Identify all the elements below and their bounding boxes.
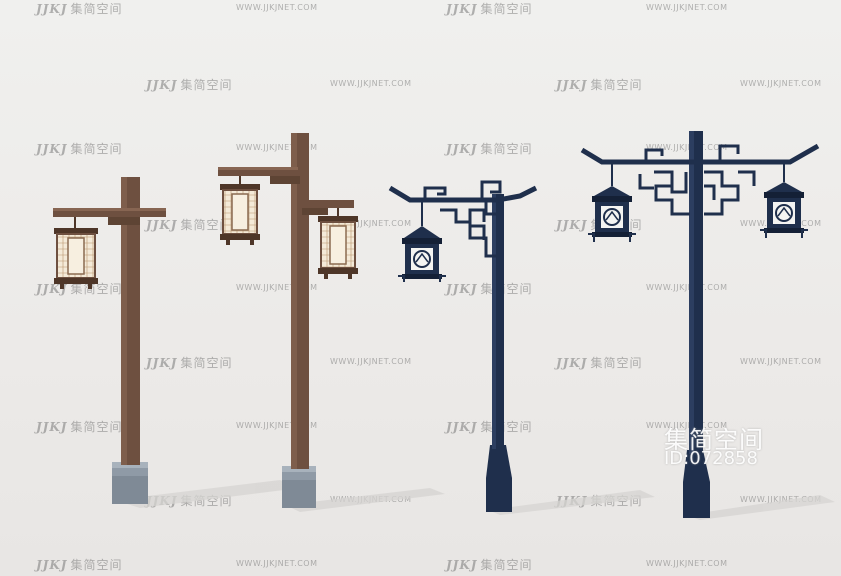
metal-lamp-single: [388, 180, 538, 512]
wooden-crossarm-lower: [302, 200, 354, 208]
tapered-base: [683, 450, 710, 518]
ground-shadows: [115, 480, 835, 520]
curved-crossarm: [580, 143, 820, 165]
wooden-lamp-double: [218, 133, 358, 508]
lantern-left: [220, 176, 260, 245]
metal-lamp-double: [580, 131, 820, 518]
tapered-base: [486, 445, 512, 512]
fretwork: [638, 144, 756, 216]
brand-overlay-title: 集简空间: [664, 426, 764, 454]
wooden-crossarm-upper: [218, 167, 298, 176]
fretwork: [423, 180, 502, 258]
lantern-right: [760, 164, 808, 238]
lantern: [54, 217, 98, 289]
lantern: [398, 202, 446, 282]
lantern-right: [318, 208, 358, 279]
lantern-left: [588, 164, 636, 242]
wooden-lamp-single: [53, 177, 166, 504]
brand-overlay-id: ID:072858: [664, 448, 758, 469]
wooden-crossarm: [53, 208, 166, 217]
curved-crossarm: [388, 185, 538, 203]
